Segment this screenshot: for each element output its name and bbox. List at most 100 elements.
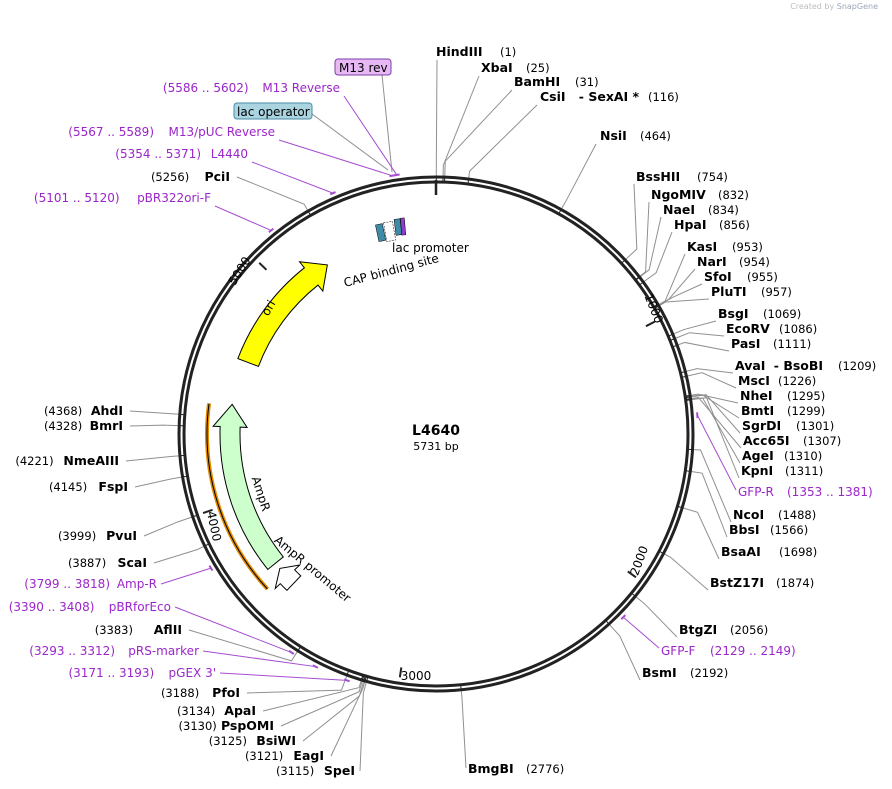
enzyme-label[interactable]: BsaAI — [721, 544, 761, 559]
enzyme-label[interactable]: NsiI — [600, 128, 627, 143]
enzyme-label[interactable]: AhdI — [91, 403, 123, 418]
leader-lines — [125, 59, 742, 772]
enzyme-label[interactable]: EcoRV — [726, 321, 770, 336]
enzyme-label[interactable]: HindIII — [436, 44, 483, 59]
enzyme-label[interactable]: AvaI — [735, 358, 765, 373]
enzyme-label[interactable]: PspOMI — [221, 718, 274, 733]
enzyme-label[interactable]: SpeI — [324, 763, 355, 778]
primer-name[interactable]: pBR322ori-F — [137, 191, 211, 205]
ampr-promoter-feature[interactable] — [274, 564, 302, 592]
primer-name[interactable]: pBRforEco — [109, 600, 171, 614]
enzyme-position: (1311) — [785, 464, 823, 478]
enzyme-label[interactable]: BbsI — [729, 522, 760, 537]
leader-line — [188, 629, 298, 662]
leader-line — [675, 332, 725, 339]
lac-promoter-label: lac promoter — [392, 241, 469, 255]
leader-line — [643, 231, 673, 282]
m13rev-feature[interactable] — [400, 217, 407, 236]
enzyme-label[interactable]: NarI — [697, 254, 727, 269]
enzyme-label[interactable]: - SexAI * — [579, 89, 640, 104]
leader-line — [691, 394, 741, 434]
enzyme-label[interactable]: ApaI — [224, 703, 256, 718]
enzyme-label[interactable]: BsmI — [642, 665, 677, 680]
enzyme-label[interactable]: KasI — [687, 239, 717, 254]
m13rev-box[interactable] — [334, 58, 392, 76]
enzyme-label[interactable]: BamHI — [514, 74, 560, 89]
enzyme-label[interactable]: HpaI — [674, 217, 707, 232]
enzyme-label[interactable]: BmgBI — [468, 761, 514, 776]
primer-name[interactable]: M13/pUC Reverse — [169, 125, 276, 139]
enzyme-label[interactable]: BssHII — [636, 169, 680, 184]
enzyme-position: (754) — [697, 170, 728, 184]
primer-name[interactable]: Amp-R — [117, 577, 157, 591]
enzyme-label[interactable]: NgoMIV — [651, 187, 706, 202]
enzyme-position: (1086) — [779, 322, 817, 336]
enzyme-label[interactable]: PasI — [731, 336, 760, 351]
enzyme-label[interactable]: NheI — [740, 388, 773, 403]
leader-line — [435, 59, 438, 177]
enzyme-label[interactable]: - BsoBI — [774, 358, 823, 373]
tick-mark — [627, 570, 637, 579]
ampr-feature[interactable] — [212, 403, 285, 571]
lac-promoter-feature[interactable] — [383, 220, 396, 242]
enzyme-label[interactable]: AgeI — [742, 448, 774, 463]
cut-mark — [365, 675, 369, 683]
primer-name[interactable]: GFP-R — [738, 485, 774, 499]
enzyme-label[interactable]: BtgZI — [679, 622, 717, 637]
primer-range: (3799 .. 3818) — [24, 577, 110, 591]
enzyme-position: (3125) — [209, 734, 247, 748]
leader-line — [658, 253, 686, 305]
enzyme-label[interactable]: FspI — [98, 479, 128, 494]
cap-site-feature[interactable] — [375, 223, 387, 242]
enzyme-label[interactable]: SfoI — [704, 269, 732, 284]
enzyme-position: (1069) — [763, 307, 801, 321]
lacop-box[interactable] — [233, 102, 313, 120]
enzyme-label[interactable]: PluTI — [711, 284, 747, 299]
enzyme-label[interactable]: PciI — [204, 169, 230, 184]
primer-name[interactable]: GFP-F — [661, 644, 696, 658]
cut-mark — [467, 178, 470, 186]
enzyme-position: (1874) — [776, 576, 814, 590]
leader-line — [673, 320, 717, 335]
cut-mark — [684, 396, 692, 399]
enzyme-label[interactable]: ScaI — [118, 555, 148, 570]
enzyme-label[interactable]: BmrI — [90, 418, 123, 433]
tick-label: 3000 — [401, 669, 432, 683]
cut-mark — [684, 399, 692, 402]
primer-name[interactable]: M13 Reverse — [262, 81, 340, 95]
enzyme-label[interactable]: NaeI — [663, 202, 695, 217]
enzyme-label[interactable]: BsgI — [718, 306, 749, 321]
primer-range: (5567 .. 5589) — [68, 125, 154, 139]
enzyme-label[interactable]: BsiWI — [256, 733, 296, 748]
enzyme-position: (1) — [500, 45, 516, 59]
enzyme-label[interactable]: XbaI — [481, 60, 513, 75]
cut-mark — [653, 304, 660, 309]
primer-name[interactable]: pGEX 3' — [169, 666, 216, 680]
leader-line — [609, 624, 641, 681]
enzyme-label[interactable]: BmtI — [741, 403, 774, 418]
site-labels: HindIII(1)XbaI(25)BamHI(31)CsiI- SexAI *… — [9, 44, 877, 778]
enzyme-label[interactable]: SgrDI — [742, 418, 781, 433]
enzyme-label[interactable]: Acc65I — [743, 433, 790, 448]
enzyme-label[interactable]: PfoI — [212, 685, 240, 700]
tick-mark — [645, 320, 656, 328]
enzyme-label[interactable]: MscI — [738, 373, 770, 388]
cut-mark — [676, 505, 684, 509]
primer-leader — [202, 650, 316, 668]
ori-feature[interactable] — [237, 261, 328, 368]
primer-name[interactable]: pRS-marker — [128, 644, 199, 658]
enzyme-position: (1295) — [787, 389, 825, 403]
enzyme-label[interactable]: BstZ17I — [710, 575, 764, 590]
enzyme-label[interactable]: EagI — [293, 748, 324, 763]
leader-line — [468, 104, 538, 179]
enzyme-label[interactable]: AflII — [154, 622, 182, 637]
enzyme-label[interactable]: PvuI — [106, 528, 137, 543]
primer-name[interactable]: L4440 — [211, 147, 248, 161]
primer-leader — [160, 567, 212, 585]
enzyme-position: (464) — [640, 129, 671, 143]
enzyme-label[interactable]: NmeAIII — [63, 453, 119, 468]
enzyme-label[interactable]: KpnI — [741, 463, 773, 478]
cut-mark — [630, 592, 637, 598]
enzyme-label[interactable]: NcoI — [733, 507, 764, 522]
enzyme-label[interactable]: CsiI — [540, 89, 566, 104]
